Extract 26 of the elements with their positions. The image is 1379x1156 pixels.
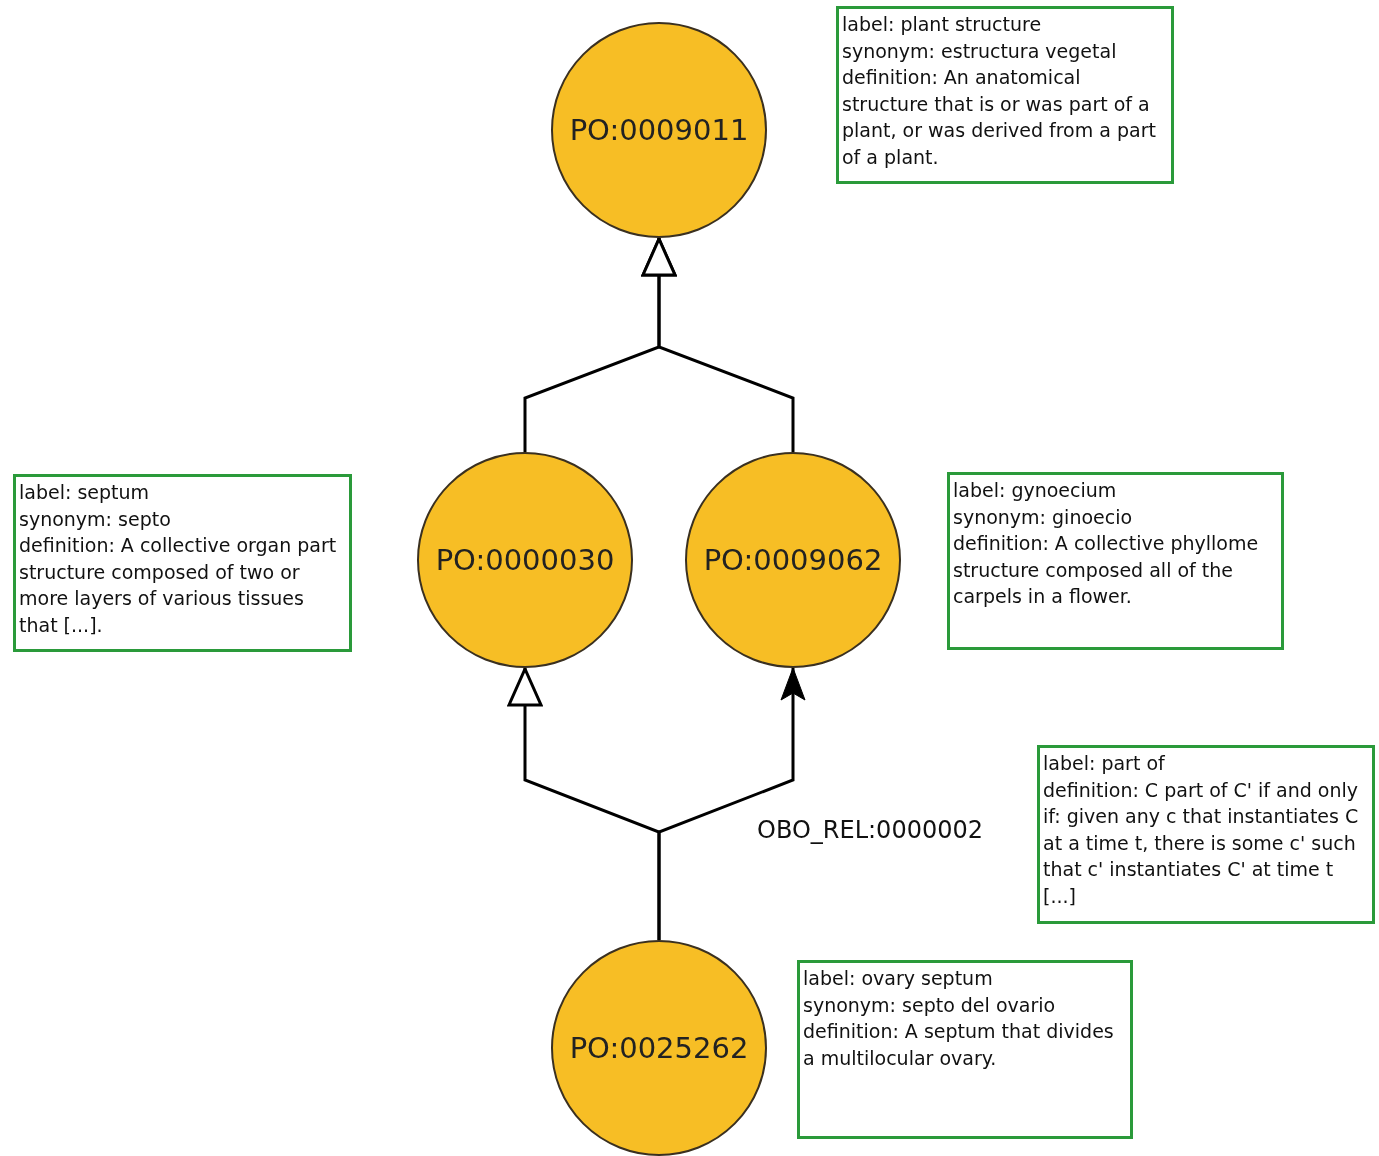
annotation-text: synonym: septo del ovario: [803, 992, 1057, 1018]
annotation-box: [836, 6, 1174, 184]
annotation-box: [797, 960, 1133, 1139]
annotation-text: label: septum: [19, 480, 151, 505]
annotation-text: label: ovary septum: [803, 966, 994, 991]
arrow: [657, 667, 806, 940]
annotation-text: label: gynoecium: [953, 478, 1118, 503]
annotation-box: [1037, 745, 1375, 924]
term-id: PO:0009011: [569, 113, 749, 147]
annotation-text: synonym: estructura vegetal: [842, 38, 1118, 64]
term-id: PO:0025262: [569, 1031, 749, 1065]
annotation-text: definition: A septum that divides a multilocular ovary.: [803, 1019, 1115, 1071]
annotation-box: [13, 474, 352, 652]
annotation-text: definition: A collective organ part structure composed of two or more layers of various tissues that [...].: [19, 533, 338, 638]
annotation-text: definition: An anatomical structure that is or was part of a plant, or was derived from a part of a plant.: [842, 65, 1157, 170]
annotation-text: definition: A collective phyllome structure composed all of the carpels in a flower.: [953, 531, 1260, 609]
annotation-text: label: part of: [1043, 751, 1166, 776]
term-id: PO:0009062: [703, 543, 883, 577]
annotation-text: synonym: septo: [19, 506, 172, 532]
arrow: [641, 237, 795, 452]
term-id: PO:0000030: [435, 543, 615, 577]
annotation-text: definition: C part of C' if and only if: given any c that instantiates C at a time t, there is some c' such that c' instantiates C' at time t [...]: [1043, 777, 1360, 909]
annotation-text: synonym: ginoecio: [953, 504, 1134, 530]
annotation-box: [947, 472, 1284, 650]
edge-label: OBO_REL:0000002: [757, 816, 983, 844]
annotation-text: label: plant structure: [842, 12, 1043, 37]
